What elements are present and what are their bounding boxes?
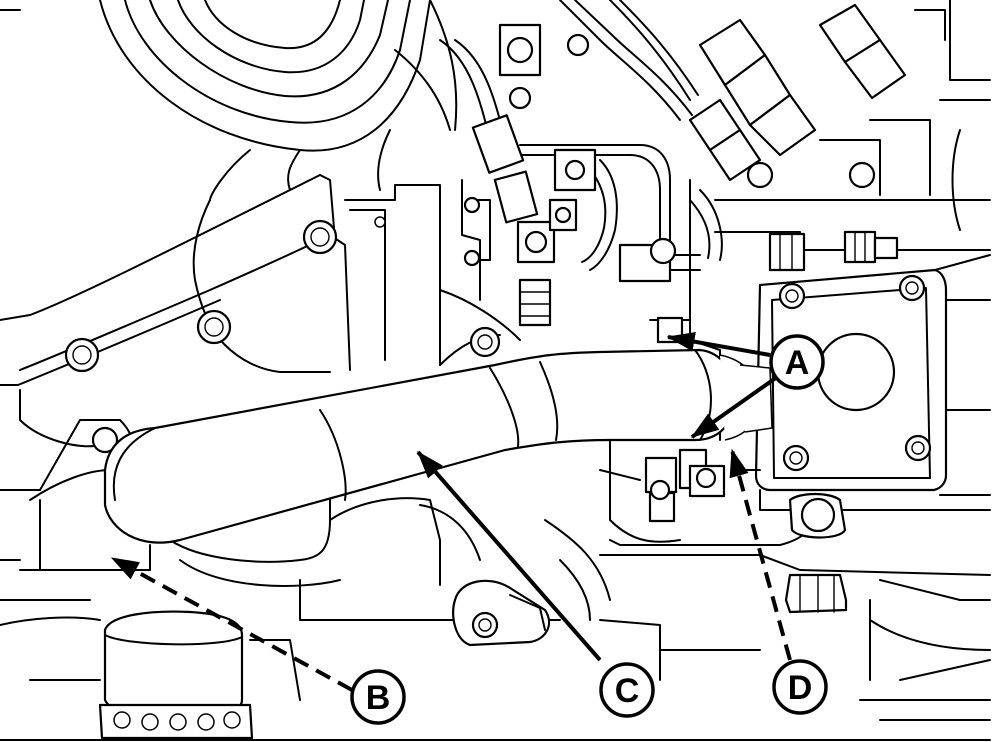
callout-b-label: B	[366, 679, 391, 717]
bellhousing-flange	[0, 149, 351, 448]
pump-cover-plate	[754, 129, 991, 511]
leader-c	[416, 450, 602, 662]
callout-d-label: D	[788, 669, 813, 707]
callout-c-circle	[599, 662, 655, 718]
lower-engine	[169, 489, 991, 721]
starter-mount	[0, 599, 991, 741]
callout-a: A	[769, 334, 825, 390]
leader-b	[110, 556, 353, 692]
flywheel-housing	[0, 0, 458, 152]
injector-fittings	[461, 3, 907, 327]
leader-a-upper	[666, 331, 771, 357]
leader-a-lower	[690, 373, 782, 439]
callout-c: C	[599, 662, 655, 718]
callout-leaders	[110, 331, 792, 692]
engine-block	[344, 129, 521, 366]
leader-d	[729, 448, 792, 661]
callout-a-label: A	[785, 344, 810, 382]
callout-c-label: C	[615, 672, 640, 710]
coolant-hose	[103, 348, 773, 544]
callout-d: D	[772, 659, 828, 715]
callout-d-circle	[772, 659, 828, 715]
callout-b-circle	[350, 669, 406, 725]
fuel-rail	[689, 0, 991, 301]
callout-a-circle	[769, 334, 825, 390]
callout-b: B	[350, 669, 406, 725]
